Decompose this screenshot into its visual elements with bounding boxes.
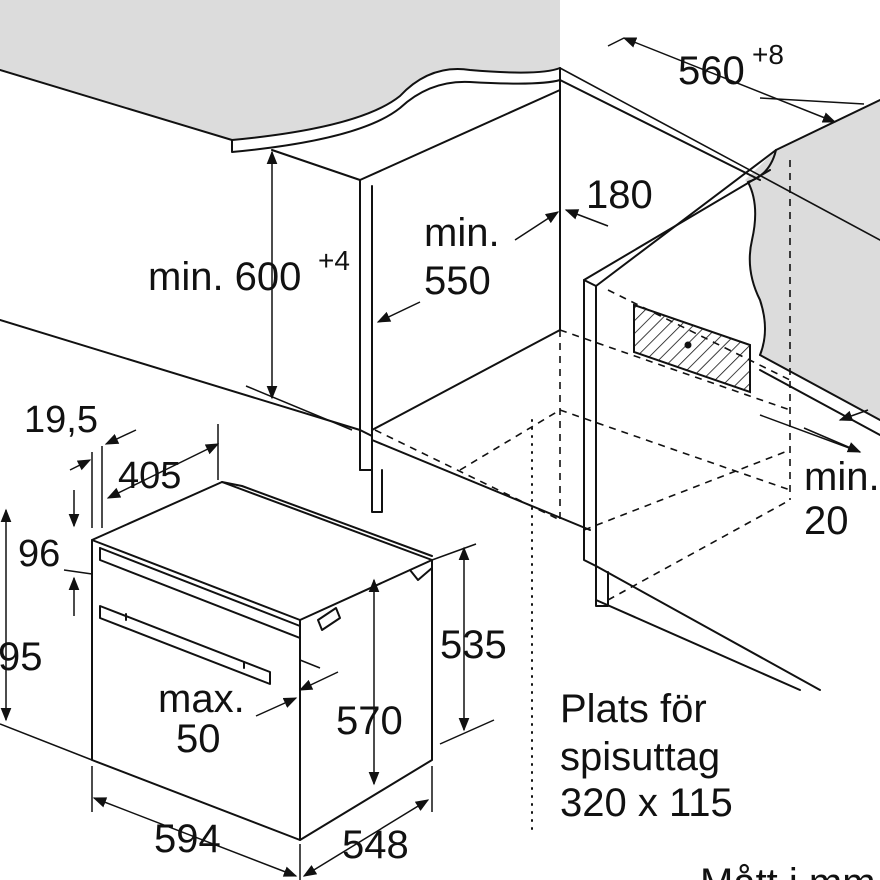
countertop <box>0 0 561 153</box>
footer-note: Mått i mm <box>700 861 876 880</box>
label-600-tolerance: +4 <box>318 245 350 276</box>
label-19-5: 19,5 <box>24 399 98 441</box>
label-595: 95 <box>0 635 43 679</box>
label-min-20-line1: min. <box>804 455 880 499</box>
label-560: 560 <box>678 49 745 93</box>
label-min-550-line1: min. <box>424 211 500 255</box>
socket-label-line1: Plats för <box>560 687 707 731</box>
socket-label-line2: spisuttag <box>560 735 720 779</box>
label-max-50-line1: max. <box>158 677 245 721</box>
label-405: 405 <box>118 455 181 497</box>
label-560-tolerance: +8 <box>752 39 784 70</box>
label-min-550-line2: 550 <box>424 259 491 303</box>
label-594: 594 <box>154 817 221 861</box>
label-535: 535 <box>440 623 507 667</box>
label-max-50-line2: 50 <box>176 717 221 761</box>
right-countertop <box>745 99 880 436</box>
label-min-600: min. 600 <box>148 255 301 299</box>
hidden-edges <box>374 160 791 601</box>
label-180: 180 <box>586 173 653 217</box>
socket-label-line3: 320 x 115 <box>560 781 733 825</box>
label-96: 96 <box>18 533 60 575</box>
label-570: 570 <box>336 699 403 743</box>
oven <box>91 481 433 841</box>
dimension-lines <box>0 37 869 880</box>
niche-cabinet <box>0 67 880 691</box>
label-min-20-line2: 20 <box>804 499 849 543</box>
dimension-labels: 560 +8 min. 600 +4 min. 550 180 19,5 405… <box>0 39 880 880</box>
label-548: 548 <box>342 823 409 867</box>
socket-area <box>531 303 751 831</box>
